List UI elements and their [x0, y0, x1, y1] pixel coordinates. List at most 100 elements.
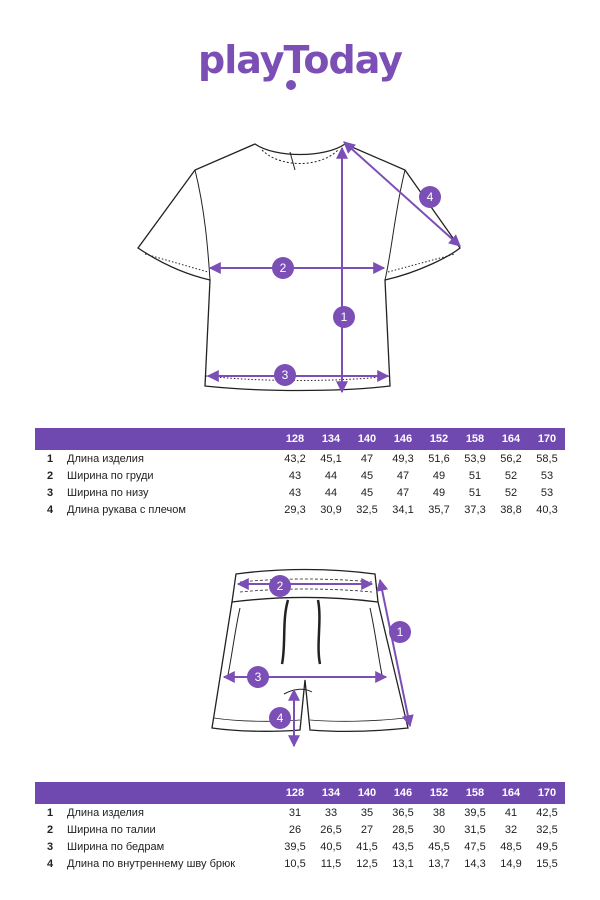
tshirt-badge-4: 4 — [419, 186, 441, 208]
measurement-value: 26,5 — [320, 823, 342, 836]
measurement-value: 47,5 — [464, 840, 486, 853]
tshirt-drawing: 1 2 3 4 — [137, 141, 461, 394]
measurement-value: 52 — [504, 486, 518, 499]
badge-circle — [247, 666, 269, 688]
shorts-badge-1: 1 — [389, 621, 411, 643]
measurement-value: 10,5 — [284, 857, 306, 870]
measurement-value: 39,5 — [284, 840, 306, 853]
badge-number: 1 — [397, 625, 404, 639]
measurement-value: 45,1 — [320, 452, 342, 465]
measurement-value: 45,5 — [428, 840, 450, 853]
row-number: 3 — [46, 840, 54, 853]
badge-circle — [272, 257, 294, 279]
measurement-name: Ширина по талии — [67, 823, 156, 836]
row-number: 1 — [46, 806, 54, 819]
shorts-badge-4: 4 — [269, 707, 291, 729]
badge-number: 3 — [282, 368, 289, 382]
badge-number: 2 — [280, 261, 287, 275]
measurement-value: 11,5 — [320, 857, 342, 870]
measurement-value: 30,9 — [320, 503, 342, 516]
measurement-name: Ширина по груди — [67, 469, 154, 482]
row-number: 4 — [46, 503, 54, 516]
measurement-value: 37,3 — [464, 503, 486, 516]
size-header: 146 — [393, 433, 413, 445]
measurement-name: Ширина по низу — [67, 486, 149, 499]
tshirt-sleeve-line — [343, 141, 461, 247]
measurement-value: 49 — [432, 486, 446, 499]
measurement-value: 40,3 — [536, 503, 558, 516]
measurement-value: 39,5 — [464, 806, 486, 819]
measurement-value: 58,5 — [536, 452, 558, 465]
measurement-value: 49,5 — [536, 840, 558, 853]
size-header: 140 — [357, 787, 377, 799]
tshirt-outline — [137, 143, 461, 392]
measurement-value: 43,5 — [392, 840, 414, 853]
measurement-value: 41 — [504, 806, 518, 819]
tshirt-size-table: 128 134 140 146 152 158 164 170 1 Длина и… — [35, 428, 565, 518]
tshirt-sleeve-seam-left — [194, 169, 211, 281]
logo-dot — [286, 80, 296, 90]
badge-circle — [389, 621, 411, 643]
measurement-value: 51,6 — [428, 452, 450, 465]
measurement-value: 33 — [324, 806, 338, 819]
badge-circle — [419, 186, 441, 208]
measurement-name: Длина рукава с плечом — [67, 503, 186, 516]
badge-circle — [269, 707, 291, 729]
measurement-value: 43 — [288, 469, 302, 482]
shorts-drawstring-left — [280, 599, 290, 665]
shorts-pocket-left — [227, 607, 241, 676]
measurement-value: 42,5 — [536, 806, 558, 819]
tshirt-sleeve-hem-left — [144, 253, 209, 273]
row-number: 1 — [46, 452, 54, 465]
measurement-value: 36,5 — [392, 806, 414, 819]
header-blank — [65, 782, 277, 804]
measurement-value: 31 — [288, 806, 302, 819]
shorts-size-header: 128 134 140 146 152 158 164 170 — [35, 782, 565, 804]
measurement-value: 44 — [324, 486, 338, 499]
measurement-value: 53,9 — [464, 452, 486, 465]
size-header: 152 — [429, 433, 449, 445]
header-blank — [35, 428, 65, 450]
size-header: 164 — [501, 787, 521, 799]
tshirt-sleeve-hem-right — [387, 253, 456, 273]
measurement-value: 27 — [360, 823, 374, 836]
tshirt-neck-rib — [261, 149, 339, 164]
measurement-value: 51 — [468, 469, 482, 482]
badge-circle — [274, 364, 296, 386]
row-number: 3 — [46, 486, 54, 499]
measurement-value: 35 — [360, 806, 374, 819]
measurement-value: 32 — [504, 823, 518, 836]
header-blank — [65, 428, 277, 450]
measurement-value: 26 — [288, 823, 302, 836]
tshirt-size-header: 128 134 140 146 152 158 164 170 — [35, 428, 565, 450]
header-blank — [35, 782, 65, 804]
measurement-value: 44 — [324, 469, 338, 482]
measurement-value: 47 — [360, 452, 374, 465]
size-header: 146 — [393, 787, 413, 799]
measurement-value: 47 — [396, 486, 410, 499]
size-header: 158 — [465, 787, 485, 799]
size-header: 158 — [465, 433, 485, 445]
measurement-name: Длина изделия — [67, 452, 144, 465]
shorts-drawing: 1 2 3 4 — [211, 568, 414, 748]
measurement-value: 48,5 — [500, 840, 522, 853]
size-header: 170 — [537, 433, 557, 445]
badge-number: 1 — [341, 310, 348, 324]
badge-number: 4 — [427, 190, 434, 204]
shorts-badge-2: 2 — [269, 575, 291, 597]
measurement-value: 52 — [504, 469, 518, 482]
row-number: 2 — [46, 823, 54, 836]
row-number: 2 — [46, 469, 54, 482]
measurement-value: 53 — [540, 469, 554, 482]
measurement-value: 29,3 — [284, 503, 306, 516]
measurement-value: 35,7 — [428, 503, 450, 516]
badge-number: 4 — [277, 711, 284, 725]
measurement-name: Длина изделия — [67, 806, 144, 819]
shorts-badge-3: 3 — [247, 666, 269, 688]
